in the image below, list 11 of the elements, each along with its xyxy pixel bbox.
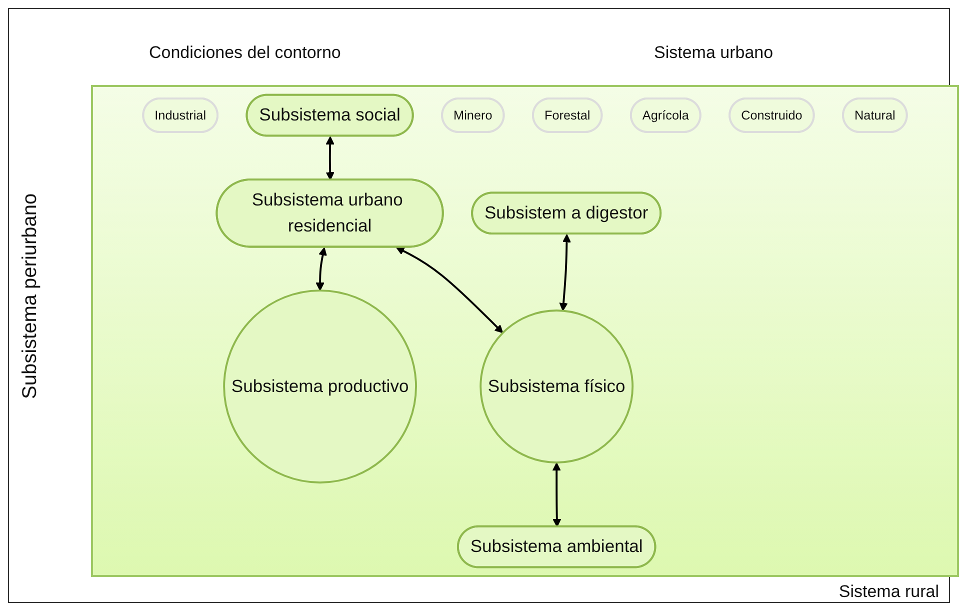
region-label: Condiciones del contorno: [149, 43, 341, 63]
arrow: [552, 462, 562, 528]
region-label: Subsistema periurbano: [19, 193, 42, 399]
node-circle: Subsistema productivo: [223, 290, 417, 484]
arrow: [316, 247, 327, 291]
region-label: Sistema rural: [838, 582, 939, 602]
arrow: [326, 136, 334, 180]
node-circle: Subsistema físico: [480, 310, 634, 464]
arrow: [396, 247, 504, 334]
region-label: Sistema urbano: [654, 43, 774, 63]
arrow: [559, 234, 571, 312]
